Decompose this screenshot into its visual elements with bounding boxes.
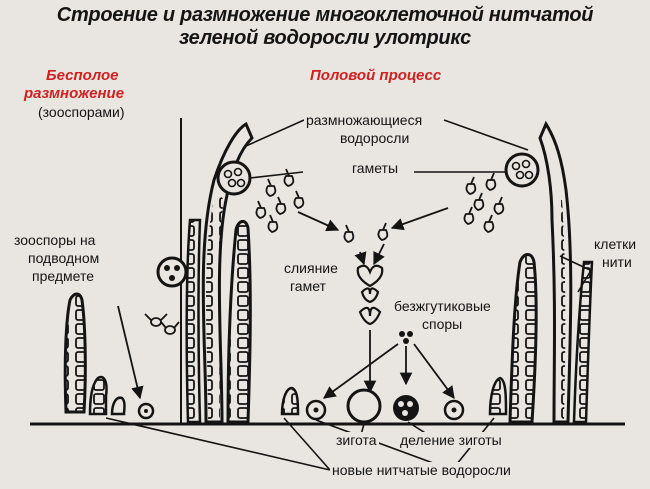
gametangium-left bbox=[216, 160, 252, 196]
filament-left-thin bbox=[185, 218, 202, 424]
label-spores-line-1: безжгутиковые bbox=[392, 298, 493, 314]
label-fusion-line-1: слияние bbox=[282, 260, 340, 276]
gametes-converging bbox=[343, 222, 389, 243]
section-asexual-note: (зооспорами) bbox=[36, 104, 127, 120]
section-asexual-line-2: размножение bbox=[24, 85, 125, 102]
label-zoospores-line-1: зооспоры на bbox=[12, 232, 98, 248]
zygote-dividing bbox=[393, 395, 419, 421]
label-fusion-line-2: гамет bbox=[288, 278, 328, 294]
label-reproducing-line-2: водоросли bbox=[338, 130, 412, 146]
label-zoospores-line-3: предмете bbox=[30, 268, 97, 284]
gamete-fusion bbox=[356, 264, 384, 326]
filament-small-right bbox=[488, 376, 508, 416]
label-zoospores-line-2: подводном bbox=[26, 250, 102, 266]
filament-small-left-2 bbox=[110, 396, 126, 416]
label-zygote-division: деление зиготы bbox=[398, 432, 504, 448]
zoospore-attached bbox=[137, 402, 155, 420]
section-sexual: Половой процесс bbox=[310, 67, 442, 84]
label-spores-line-2: споры bbox=[420, 316, 465, 332]
gametes-left bbox=[255, 168, 305, 233]
title-line-1: Строение и размножение многоклеточной ни… bbox=[56, 4, 594, 26]
gametangium-right bbox=[504, 152, 540, 188]
spore-cluster bbox=[399, 331, 413, 344]
germinating-spore-2 bbox=[443, 399, 465, 421]
label-gametes: гаметы bbox=[350, 160, 401, 176]
label-zygote: зигота bbox=[334, 432, 379, 448]
label-thread-cells-line-2: нити bbox=[600, 254, 634, 270]
zoosporangium-left bbox=[156, 256, 188, 288]
filament-right-medium bbox=[508, 253, 538, 424]
filament-far-left bbox=[63, 292, 87, 414]
filament-small-left-1 bbox=[88, 375, 108, 416]
label-thread-cells-line-1: клетки bbox=[592, 236, 639, 252]
section-asexual-line-1: Бесполое bbox=[46, 67, 119, 84]
filament-right-large bbox=[538, 120, 573, 424]
filament-small-right-2 bbox=[280, 386, 300, 416]
filament-right-thin bbox=[572, 260, 594, 424]
title-line-2: зеленой водоросли улотрикс bbox=[178, 27, 472, 49]
germinating-spore-1 bbox=[305, 399, 327, 421]
zoospores-left bbox=[144, 313, 180, 335]
label-new-algae: новые нитчатые водоросли bbox=[330, 462, 513, 478]
zygote-circle bbox=[346, 388, 382, 424]
label-reproducing-line-1: размножающиеся bbox=[304, 112, 425, 128]
gametes-right bbox=[463, 172, 505, 233]
filament-left-medium bbox=[226, 220, 252, 424]
filament-left-large bbox=[201, 121, 254, 424]
